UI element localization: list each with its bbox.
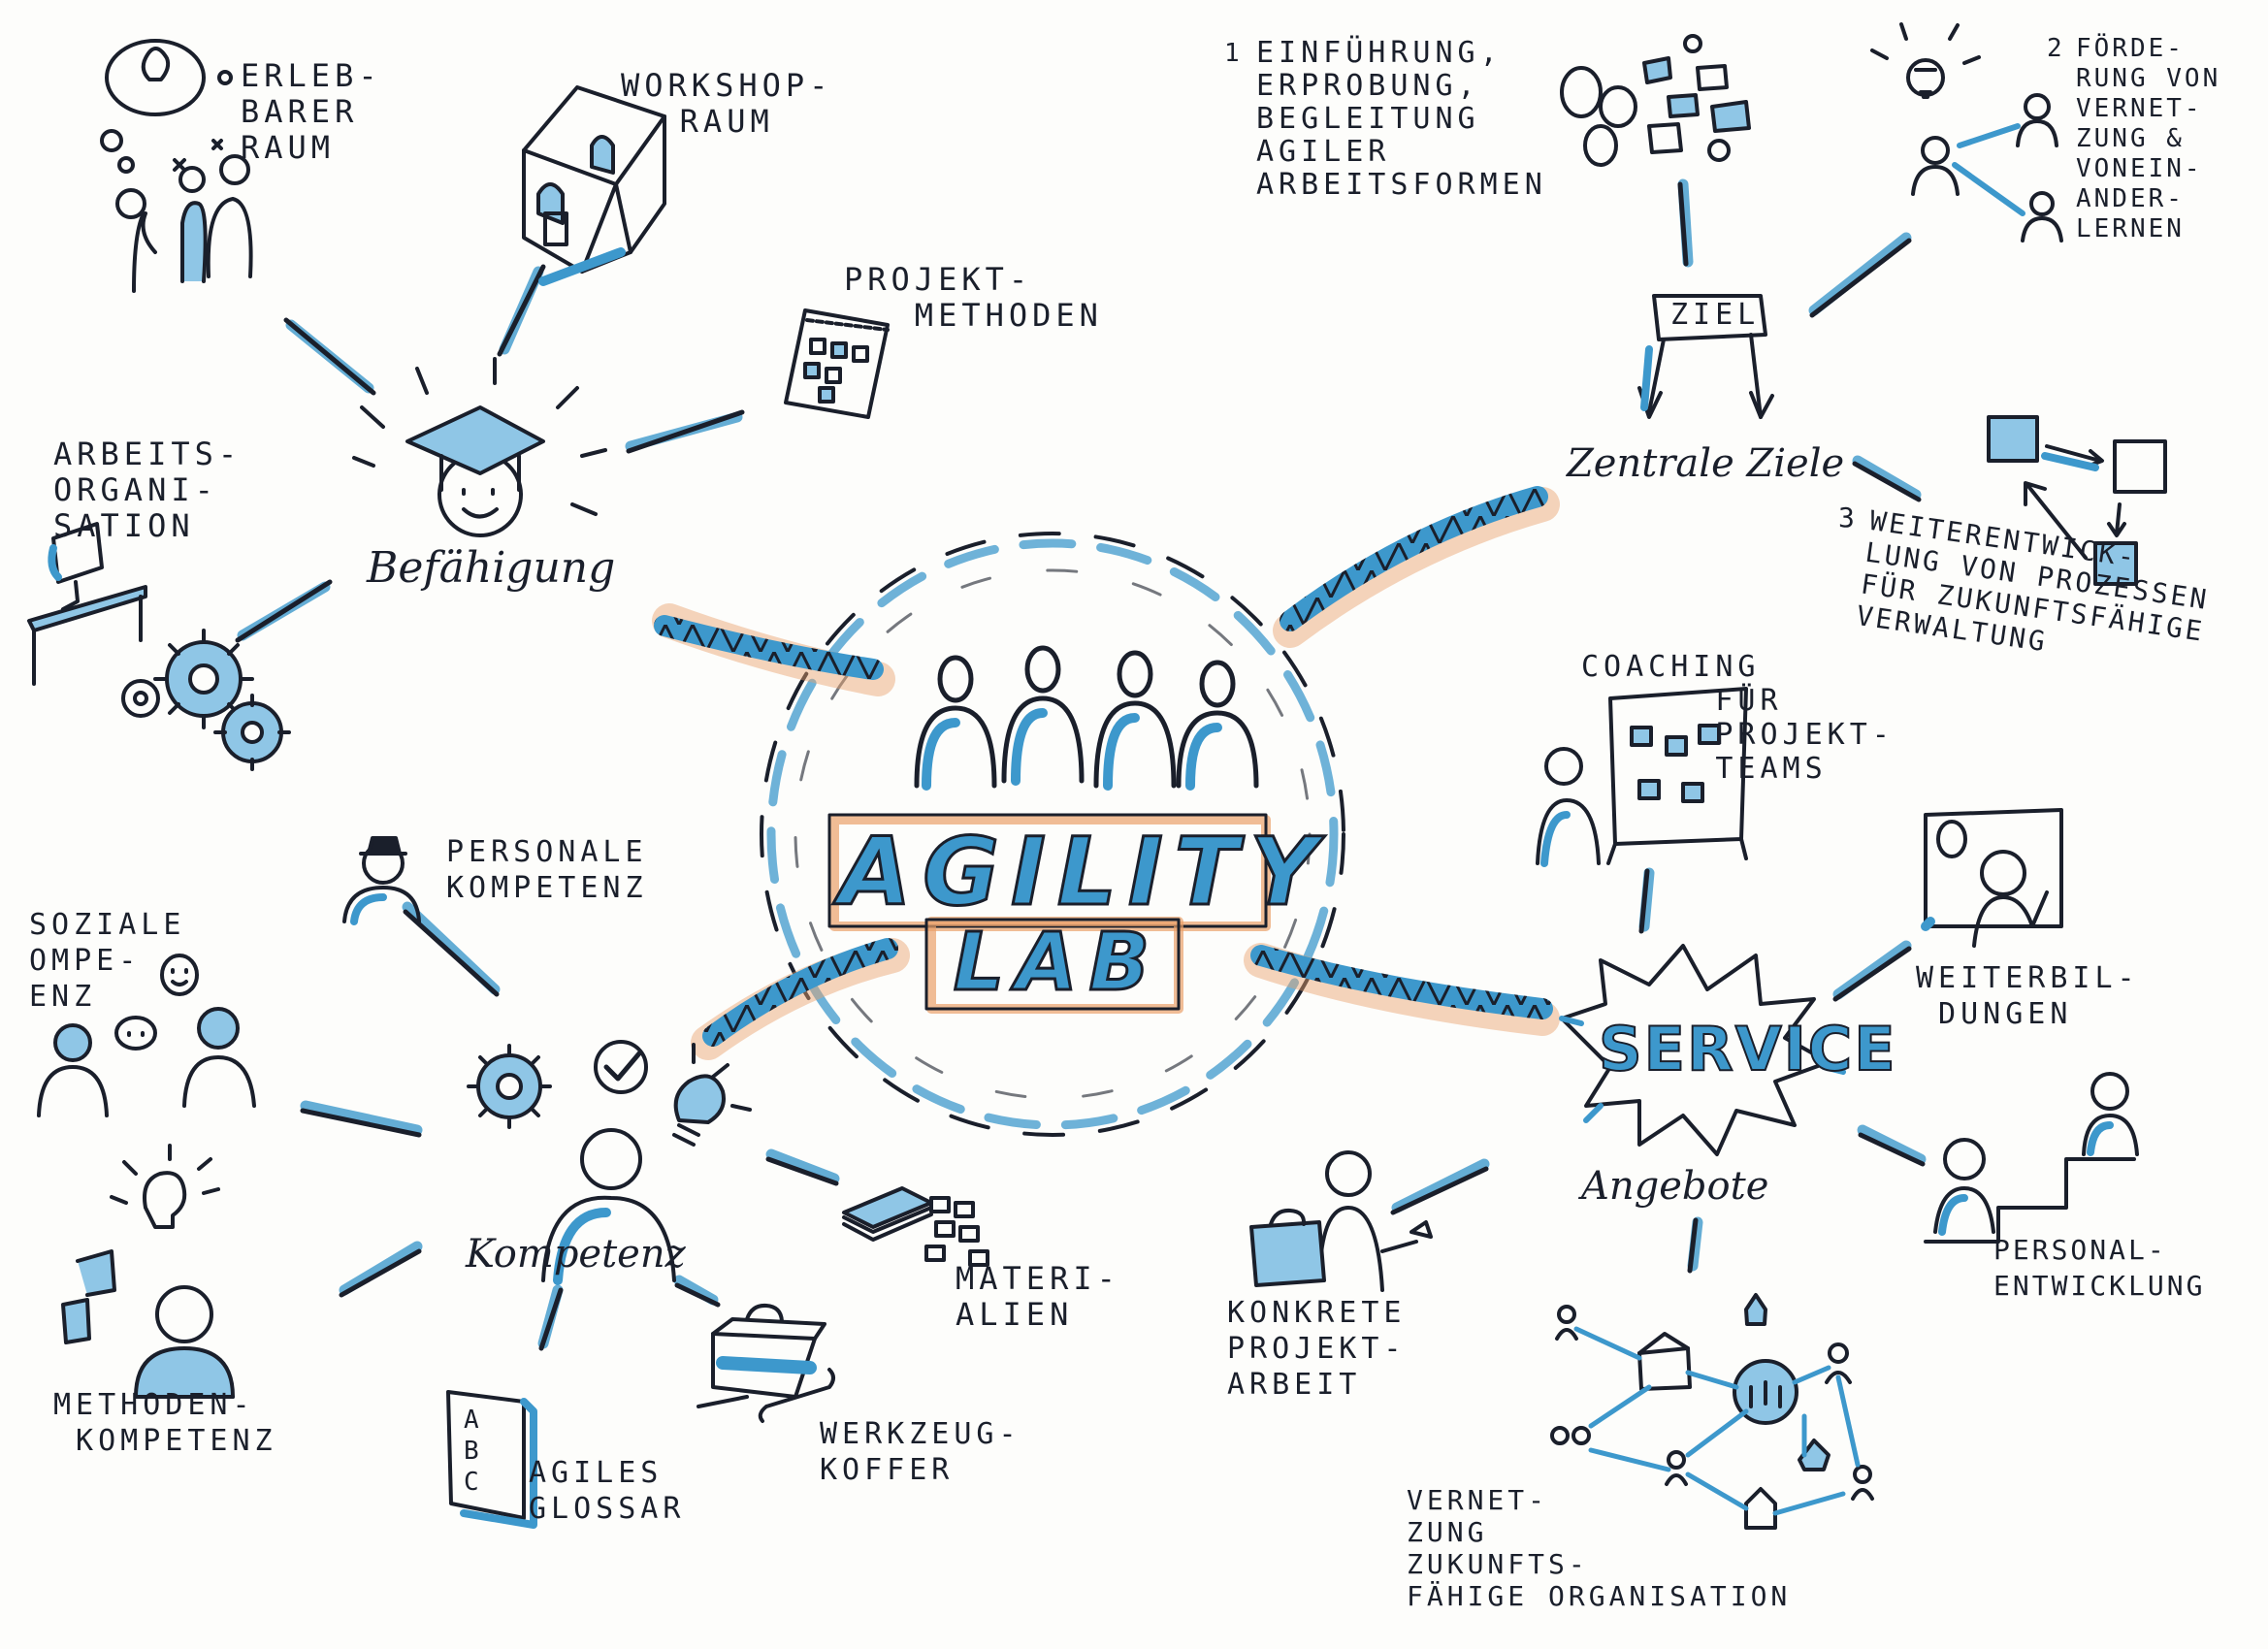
service-burst [1559, 944, 1846, 1156]
gears-icon [121, 629, 291, 771]
workshop-room-icon [522, 85, 666, 286]
graduate-icon [352, 357, 607, 537]
abc-bubbles-icon [1560, 34, 1751, 167]
center-title-line1: AGILITY [838, 818, 1329, 926]
goal-2-number: 2 [2047, 34, 2067, 63]
label-weiterbildungen: WEITERBIL- DUNGEN [1916, 961, 2140, 1031]
branch-lines [235, 178, 1927, 1351]
label-agiles-glossar: AGILES GLOSSAR [529, 1456, 686, 1526]
label-ziel-1: EINFÜHRUNG, ERPROBUNG, BEGLEITUNG AGILER… [1256, 36, 1547, 202]
materials-icon [842, 1186, 989, 1267]
title-boxes [827, 813, 1271, 1014]
goal-sign-label: ZIEL [1670, 298, 1761, 332]
label-erlebbarer-raum: ERLEB- BARER RAUM [241, 57, 382, 166]
label-werkzeugkoffer: WERKZEUG- KOFFER [820, 1417, 1021, 1487]
goal-1-number: 1 [1224, 39, 1245, 68]
glossary-book-icon [446, 1390, 537, 1529]
label-methodenkompetenz: METHODEN- KOMPETENZ [53, 1388, 277, 1458]
coaching-board-icon [1536, 687, 1748, 867]
glossary-book-letters: A B C [464, 1406, 484, 1497]
service-burst-label: SERVICE [1598, 1013, 1897, 1085]
label-materialien: MATERI- ALIEN [956, 1260, 1120, 1333]
label-vernetzung: VERNET- ZUNG ZUKUNFTS- FÄHIGE ORGANISATI… [1407, 1484, 1792, 1612]
category-kompetenz: Kompetenz [456, 1232, 696, 1277]
category-angebote: Angebote [1571, 1164, 1779, 1209]
personal-competence-icon [342, 836, 421, 925]
career-stairs-icon [1924, 1072, 2139, 1244]
truss-connectors [652, 486, 1560, 1060]
training-board-icon [1921, 808, 2063, 948]
label-workshop-raum: WORKSHOP- RAUM [621, 67, 833, 140]
ideas-people-icon [100, 39, 253, 293]
goal-3-number: 3 [1838, 501, 1860, 534]
label-coaching: COACHING FÜR PROJEKT- TEAMS [1581, 650, 1895, 786]
network-graph-icon [1550, 1293, 1874, 1530]
label-personale-kompetenz: PERSONALE KOMPETENZ [446, 835, 648, 905]
label-projekt-methoden: PROJEKT- METHODEN [844, 261, 1103, 334]
team-figures [914, 645, 1259, 791]
goal-sign-icon [1637, 294, 1774, 419]
network-people-icon [1870, 22, 2063, 242]
project-board-icon [784, 308, 890, 419]
label-arbeitsorganisation: ARBEITS- ORGANI- SATION [53, 436, 243, 544]
label-konkrete-projektarbeit: KONKRETE PROJEKT- ARBEIT [1227, 1296, 1407, 1402]
label-soziale-kompetenz: SOZIALE OMPE- ENZ [29, 908, 186, 1014]
method-competence-icon [61, 1144, 235, 1399]
category-befaehigung: Befähigung [356, 543, 626, 593]
label-personalentwicklung: PERSONAL- ENTWICKLUNG [1993, 1234, 2206, 1302]
social-competence-icon [37, 954, 256, 1117]
label-ziel-2: FÖRDE- RUNG VON VERNET- ZUNG & VONEIN- A… [2076, 34, 2221, 243]
project-work-icon [1249, 1150, 1433, 1292]
center-circle [760, 532, 1345, 1137]
process-flow-icon [1987, 415, 2167, 586]
toolbox-icon [697, 1303, 835, 1423]
category-zentrale-ziele: Zentrale Ziele [1556, 441, 1855, 486]
workstation-icon [27, 522, 147, 686]
center-title-line2: LAB [952, 916, 1162, 1011]
